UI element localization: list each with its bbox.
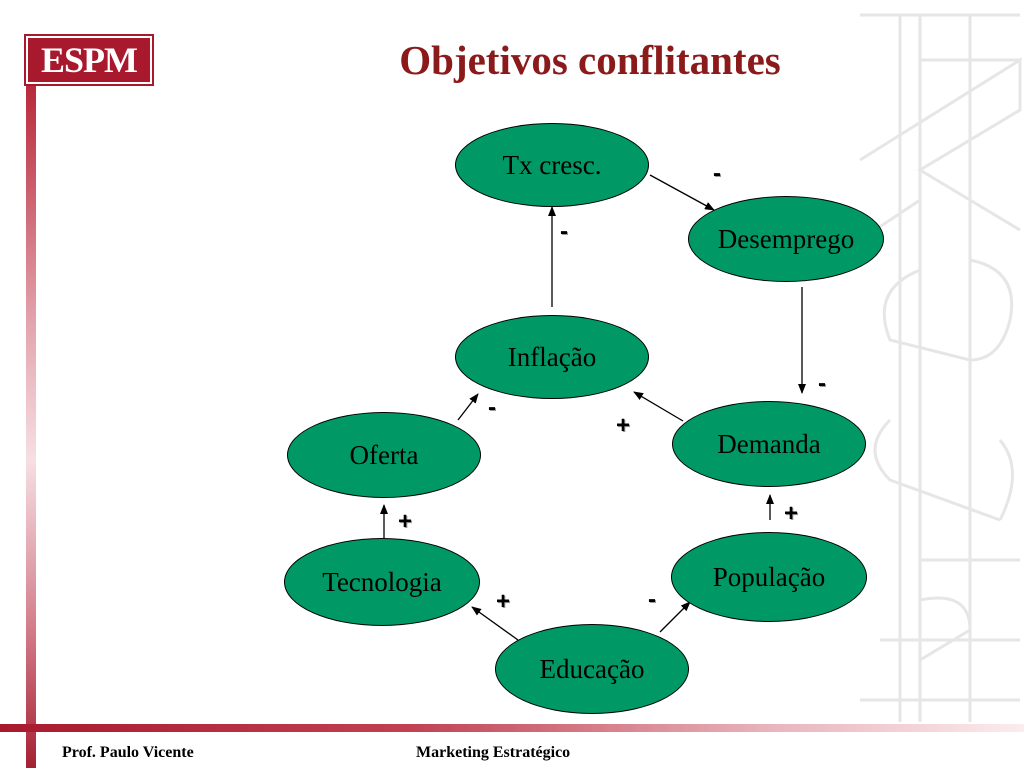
node-oferta: Oferta (287, 412, 481, 498)
espm-logo: ESPM (24, 34, 154, 86)
node-tecnologia: Tecnologia (284, 538, 480, 626)
sign-educacao-populacao: - (648, 586, 656, 613)
node-tx-cresc: Tx cresc. (455, 123, 649, 207)
sign-demanda-inflacao: + (616, 412, 631, 439)
sign-oferta-inflacao: - (488, 394, 496, 421)
edge-educacao-tecnologia (471, 606, 519, 641)
sign-desemprego-demanda: - (818, 370, 826, 397)
sign-populacao-demanda: + (784, 500, 799, 527)
footer-author: Prof. Paulo Vicente (62, 744, 194, 761)
edge-educacao-populacao (659, 601, 691, 633)
sign-educacao-tecnologia: + (496, 588, 511, 615)
node-educacao: Educação (495, 624, 689, 714)
footer-course: Marketing Estratégico (416, 744, 571, 761)
node-inflacao: Inflação (455, 315, 649, 399)
footer-divider (0, 724, 1024, 732)
edge-txcresc-desemprego (649, 174, 715, 211)
espm-watermark (859, 13, 1022, 722)
edge-demanda-inflacao (633, 391, 684, 422)
sign-tecnologia-oferta: + (398, 508, 413, 535)
sign-inflacao-txcresc: - (560, 218, 568, 245)
node-desemprego: Desemprego (688, 196, 884, 282)
page-title: Objetivos conflitantes (399, 37, 781, 83)
sign-txcresc-desemprego: - (713, 160, 721, 187)
left-accent-bar (26, 84, 36, 768)
edge-oferta-inflacao (457, 393, 479, 421)
node-populacao: População (671, 532, 867, 622)
node-demanda: Demanda (672, 401, 866, 487)
